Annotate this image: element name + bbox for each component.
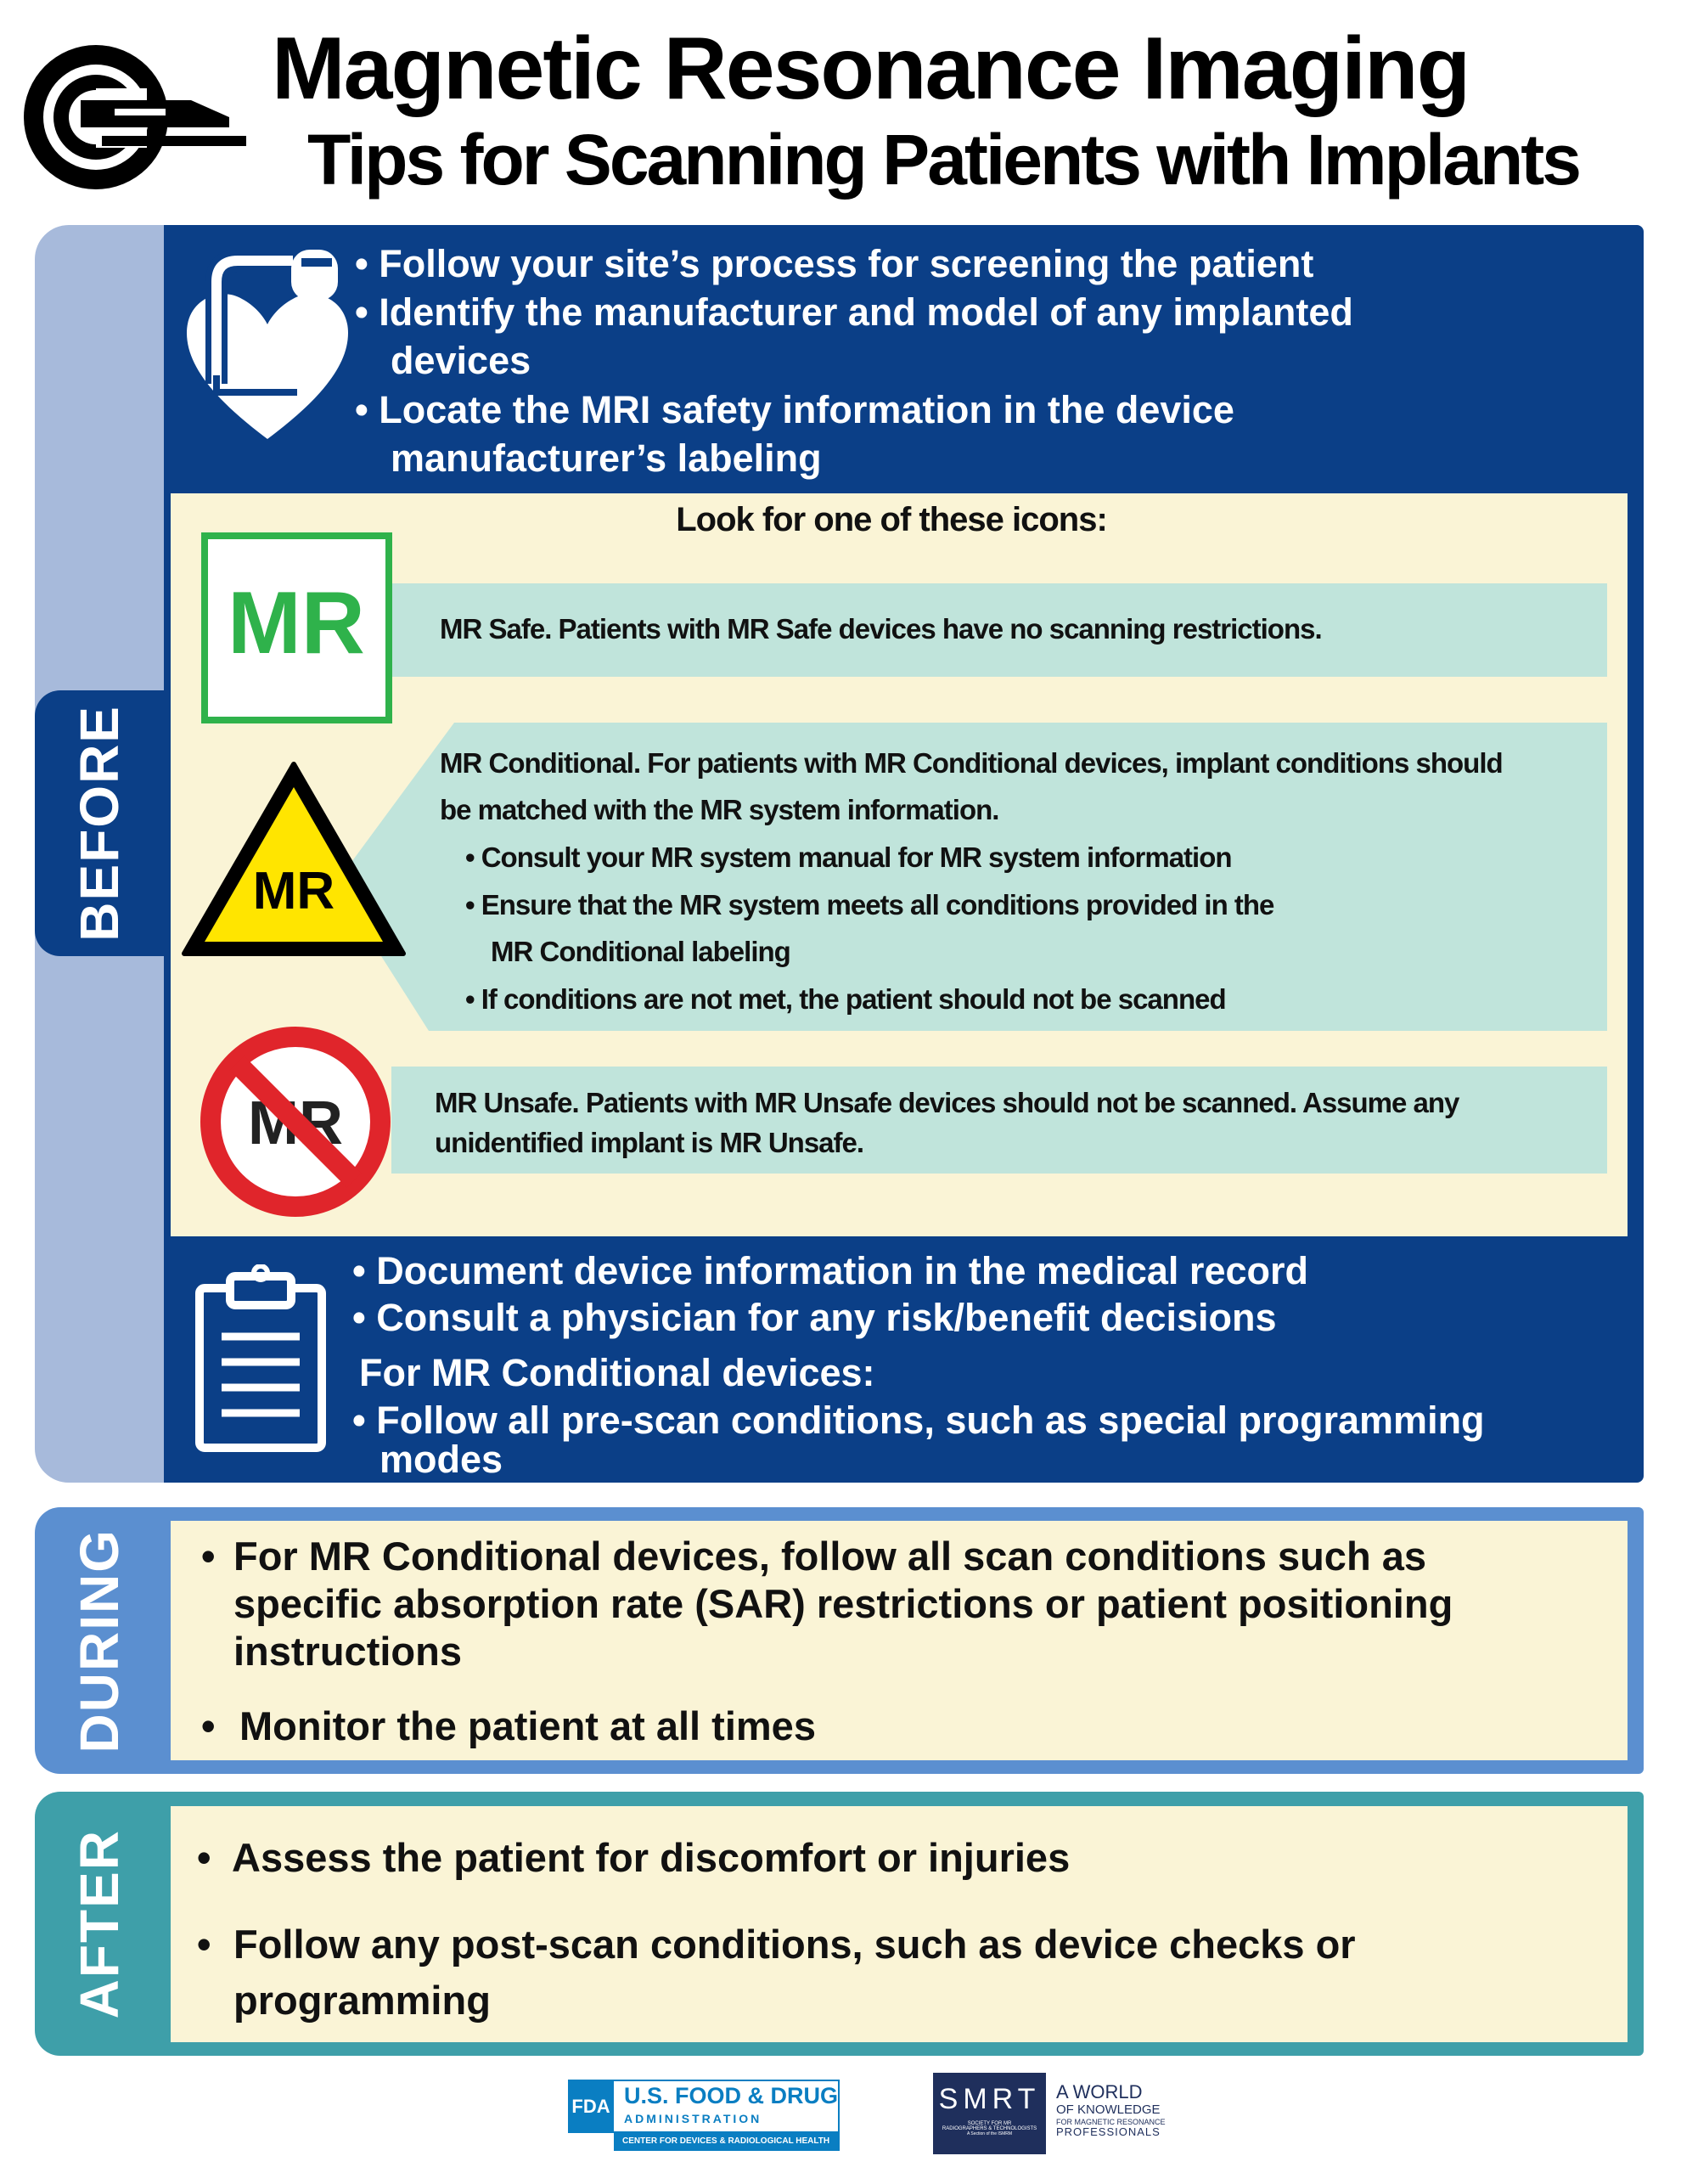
during-bullet-1: For MR Conditional devices, follow all s… — [233, 1534, 1426, 1579]
bullet-identify-cont: devices — [391, 339, 531, 382]
icons-heading: Look for one of these icons: — [676, 501, 1108, 538]
smrt-tag1: A WORLD — [1056, 2081, 1143, 2102]
mr-safe-bar — [391, 583, 1607, 677]
smrt-logo: SMRT SOCIETY FOR MR RADIOGRAPHERS & TECH… — [933, 2073, 1046, 2154]
during-tab: DURING — [35, 1507, 164, 1774]
mr-conditional-line-2: be matched with the MR system informatio… — [440, 794, 999, 825]
after-bullet-2-cont: programming — [233, 1978, 491, 2023]
bullet-locate: • Locate the MRI safety information in t… — [355, 388, 1234, 431]
before-bottom-bullets: • Document device information in the med… — [352, 1247, 1643, 1484]
smrt-tag4: PROFESSIONALS — [1056, 2125, 1161, 2138]
page-subtitle: Tips for Scanning Patients with Implants — [307, 120, 1582, 200]
during-bullet-1-cont-2: instructions — [233, 1629, 462, 1674]
svg-text:MR: MR — [253, 862, 335, 920]
mr-safe-text: MR Safe. Patients with MR Safe devices h… — [440, 613, 1323, 645]
mr-unsafe-bar — [391, 1067, 1607, 1174]
fda-name: U.S. FOOD & DRUG — [624, 2083, 839, 2108]
during-bullet-2: Monitor the patient at all times — [239, 1703, 816, 1748]
smrt-sub3: A Section of the ISMRM — [966, 2131, 1013, 2136]
mr-conditional-bullet-2-cont: MR Conditional labeling — [491, 936, 791, 967]
after-bullet-1: Assess the patient for discomfort or inj… — [232, 1835, 1071, 1880]
bullet-locate-cont: manufacturer’s labeling — [391, 436, 822, 480]
bullet-screening: • Follow your site’s process for screeni… — [355, 242, 1314, 285]
after-tab: AFTER — [35, 1792, 164, 2056]
pacemaker-heart-icon — [187, 250, 348, 439]
fda-center: CENTER FOR DEVICES & RADIOLOGICAL HEALTH — [614, 2133, 840, 2151]
mr-conditional-subheading: For MR Conditional devices: — [359, 1351, 875, 1394]
mr-unsafe-line-2: unidentified implant is MR Unsafe. — [435, 1127, 864, 1158]
mr-conditional-line-1: MR Conditional. For patients with MR Con… — [440, 747, 1504, 779]
mr-conditional-icon: MR — [182, 762, 406, 956]
page-title: Magnetic Resonance Imaging — [272, 20, 1470, 118]
after-bullet-2-dot: • — [197, 1922, 211, 1967]
mr-unsafe-icon: MR — [200, 1027, 391, 1217]
clipboard-icon — [195, 1264, 326, 1452]
bullet-identify: • Identify the manufacturer and model of… — [355, 290, 1353, 334]
mr-conditional-bullet-1: • Consult your MR system manual for MR s… — [465, 842, 1233, 873]
before-top-bullets: • Follow your site’s process for screeni… — [355, 239, 1628, 486]
during-tab-label: DURING — [69, 1528, 130, 1753]
smrt-mark: SMRT — [938, 2083, 1041, 2115]
bullet-prescan: • Follow all pre-scan conditions, such a… — [352, 1399, 1485, 1442]
bullet-document: • Document device information in the med… — [352, 1249, 1308, 1292]
mr-conditional-bubble — [335, 723, 1607, 1031]
during-bullet-1-cont-1: specific absorption rate (SAR) restricti… — [233, 1581, 1453, 1626]
during-bullet-2-dot: • — [201, 1703, 216, 1748]
mri-scanner-logo-icon — [24, 45, 246, 189]
fda-mark: FDA — [568, 2080, 614, 2133]
fda-logo: FDA U.S. FOOD & DRUG ADMINISTRATION CENT… — [568, 2080, 840, 2151]
smrt-tag3: FOR MAGNETIC RESONANCE — [1056, 2117, 1166, 2126]
bullet-consult: • Consult a physician for any risk/benef… — [352, 1296, 1277, 1339]
mr-unsafe-line-1: MR Unsafe. Patients with MR Unsafe devic… — [435, 1087, 1459, 1118]
bullet-prescan-cont: modes — [379, 1438, 503, 1481]
after-bullet-1-dot: • — [197, 1835, 211, 1880]
after-bullet-2: Follow any post-scan conditions, such as… — [233, 1922, 1356, 1967]
after-box — [171, 1806, 1628, 2042]
smrt-sub1: SOCIETY FOR MR — [967, 2121, 1012, 2126]
after-tab-label: AFTER — [69, 1828, 130, 2019]
smrt-tag2: OF KNOWLEDGE — [1056, 2102, 1161, 2118]
mr-safe-icon: MR — [201, 532, 392, 723]
before-tab: BEFORE — [35, 690, 164, 956]
smrt-tagline: A WORLD OF KNOWLEDGE FOR MAGNETIC RESONA… — [1056, 2081, 1166, 2139]
during-box — [171, 1521, 1628, 1760]
svg-text:MR: MR — [228, 574, 365, 673]
before-tab-label: BEFORE — [69, 705, 130, 942]
during-bullet-1-dot: • — [201, 1534, 216, 1579]
smrt-sub2: RADIOGRAPHERS & TECHNOLOGISTS — [942, 2126, 1037, 2131]
fda-sub: ADMINISTRATION — [624, 2112, 762, 2125]
mr-conditional-bullet-2: • Ensure that the MR system meets all co… — [465, 889, 1274, 920]
mr-conditional-bullet-3: • If conditions are not met, the patient… — [465, 983, 1227, 1015]
